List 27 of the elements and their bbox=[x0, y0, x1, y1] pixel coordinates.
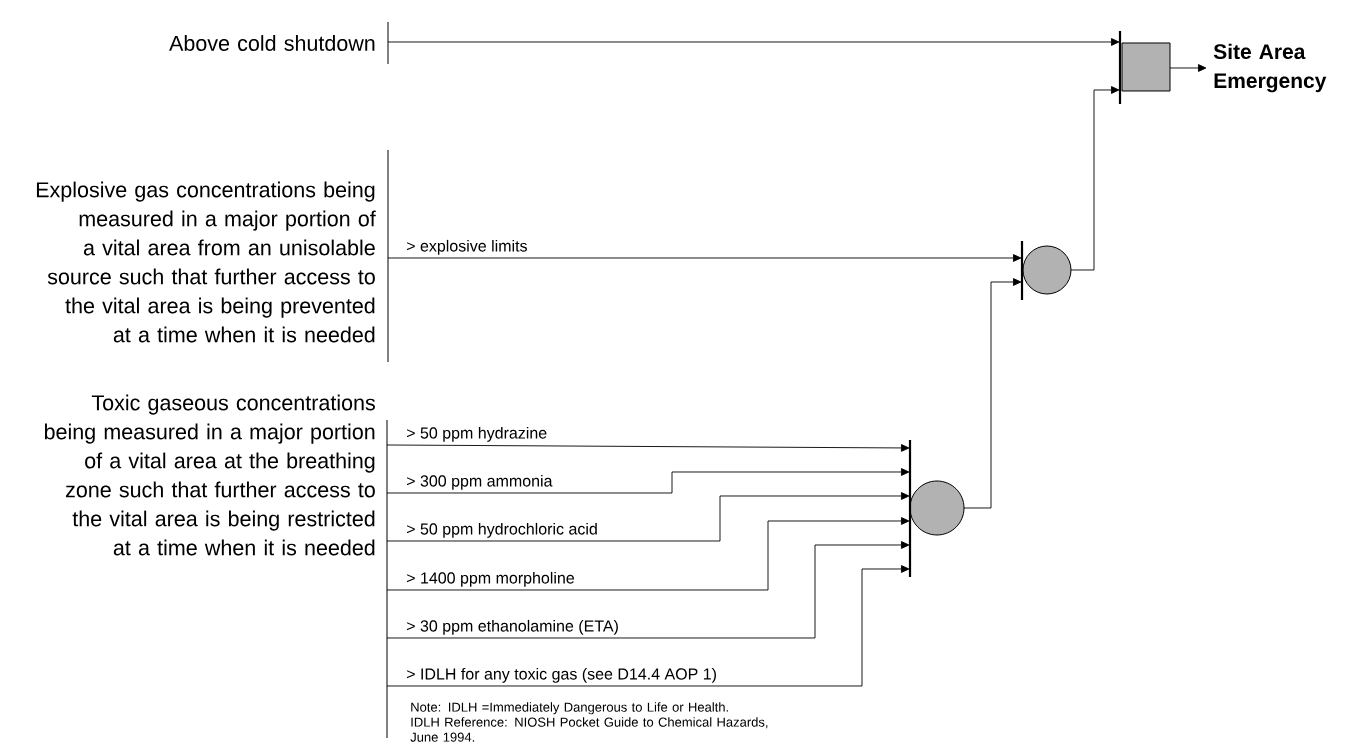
arrow bbox=[387, 38, 1120, 46]
arrow bbox=[1070, 86, 1120, 271]
arrow bbox=[387, 254, 1022, 262]
arrow bbox=[963, 278, 1022, 509]
edge-label: > 1400 ppm morpholine bbox=[405, 570, 576, 588]
arrow bbox=[386, 492, 910, 542]
edge-label: > explosive limits bbox=[405, 238, 529, 256]
arrow bbox=[386, 565, 910, 687]
arrow bbox=[386, 517, 910, 591]
arrow bbox=[386, 468, 910, 494]
condition-bracket: Toxic gaseous concentrations being measured in a major portion of a vital area at the breathing zone such that further access to the vital area is being restricted at a time when it is needed bbox=[44, 394, 388, 739]
outcome-text: Site Area Emergency bbox=[1213, 43, 1327, 93]
edge-label: > 50 ppm hydrochloric acid bbox=[405, 521, 599, 539]
note-text: Note: IDLH =Immediately Dangerous to Life or Health. bbox=[411, 702, 728, 715]
edge-label: > IDLH for any toxic gas (see D14.4 AOP 1) bbox=[405, 666, 718, 684]
arrow bbox=[386, 444, 910, 452]
condition-bracket: Above cold shutdown bbox=[169, 21, 389, 65]
or-gate bbox=[908, 440, 965, 577]
or-gate bbox=[1020, 241, 1072, 300]
edge-label: > 300 ppm ammonia bbox=[405, 473, 554, 491]
edge-label: > 30 ppm ethanolamine (ETA) bbox=[405, 618, 620, 636]
condition-bracket: Explosive gas concentrations being measured in a major portion of a vital area from an unisolable source such that further access to the vital area is being prevented at a time when it is needed bbox=[36, 149, 389, 363]
edge-label: > 50 ppm hydrazine bbox=[405, 425, 549, 443]
arrow bbox=[1169, 64, 1207, 72]
arrow bbox=[386, 541, 910, 639]
and-gate bbox=[1118, 31, 1171, 104]
note-text: IDLH Reference: NIOSH Pocket Guide to Chemical Hazards, June 1994. bbox=[410, 717, 768, 742]
